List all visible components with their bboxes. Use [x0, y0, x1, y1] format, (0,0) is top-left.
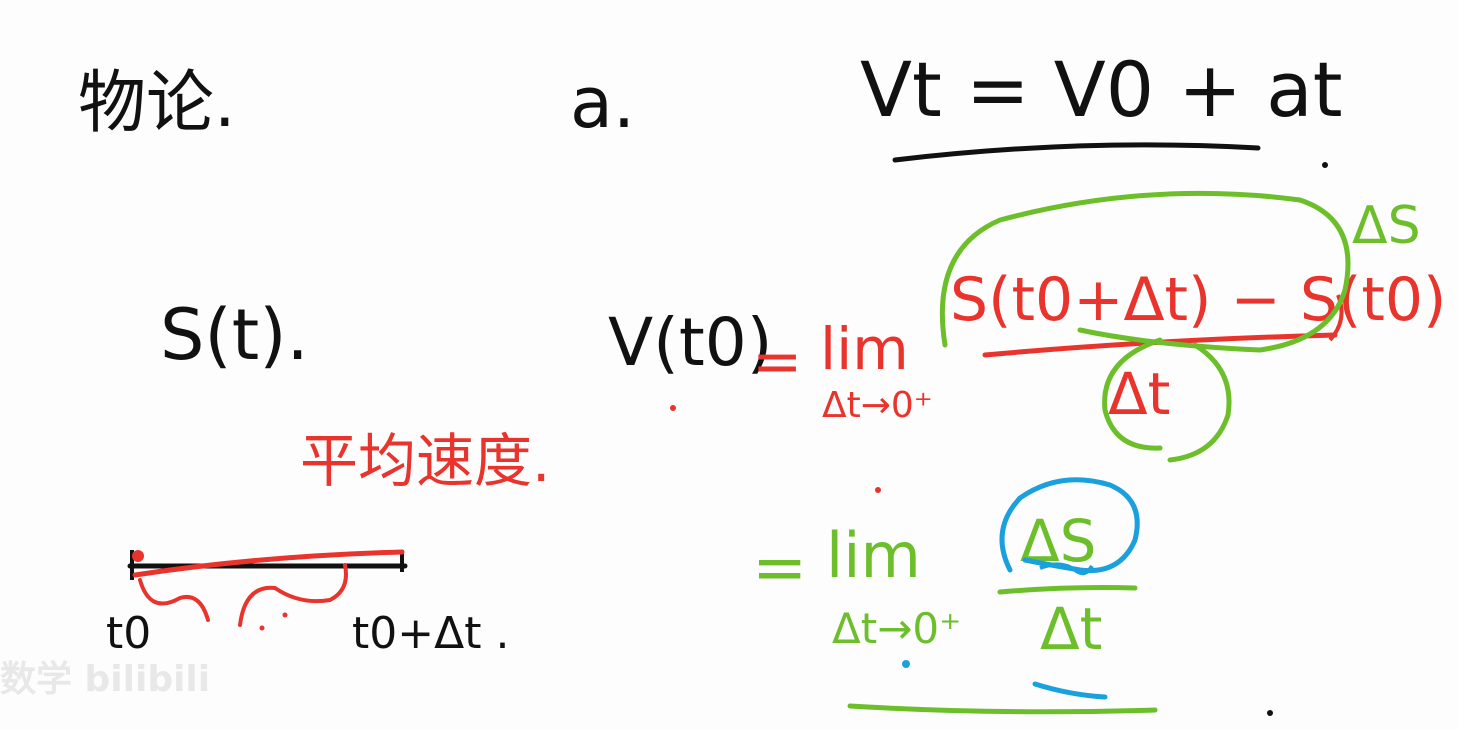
red-dot-left [670, 405, 676, 411]
average-velocity-note: 平均速度. [300, 427, 551, 495]
top-label-chinese: 物论. [78, 64, 236, 143]
timeline-red-overlay [132, 549, 405, 578]
stray-dot [1322, 162, 1328, 168]
lim-green: lim [826, 519, 921, 592]
timeline-red-start [132, 550, 144, 562]
blue-dot [902, 660, 910, 668]
denominator-delta-t: Δt [1108, 360, 1171, 428]
formula-underline [892, 142, 1261, 163]
small-dot-2 [282, 612, 288, 618]
position-function: S(t). [160, 294, 309, 376]
green-fraction-bar [997, 585, 1138, 595]
blue-underline [1032, 681, 1108, 700]
small-dot-1 [259, 625, 265, 631]
delta-s-tag: ΔS [1352, 196, 1421, 256]
fraction-denominator-delta-t: Δt [1040, 595, 1103, 663]
timeline-red-brace [138, 563, 348, 627]
equals-red: = [752, 327, 803, 397]
numerator-expression: S(t0+Δt) − S(t0) [950, 265, 1447, 335]
equals-green: = [752, 529, 808, 606]
top-label-a: a. [570, 62, 636, 144]
velocity-formula: Vt = V0 + at [860, 45, 1343, 134]
stray-dot-bottom [1267, 710, 1273, 716]
lim-red-subscript: Δt→0⁺ [822, 385, 933, 426]
tick-label-end: t0+Δt . [352, 608, 510, 659]
red-fraction-bar [982, 332, 1338, 358]
velocity-lhs: V(t0) [608, 304, 773, 381]
lim-red: lim [820, 315, 909, 383]
red-dot-lim [875, 487, 881, 493]
fraction-numerator-delta-s: ΔS [1020, 507, 1097, 575]
watermark: 数学 bilibili [0, 659, 211, 700]
lim-green-subscript: Δt→0⁺ [832, 604, 962, 653]
green-bottom-underline [847, 703, 1158, 715]
